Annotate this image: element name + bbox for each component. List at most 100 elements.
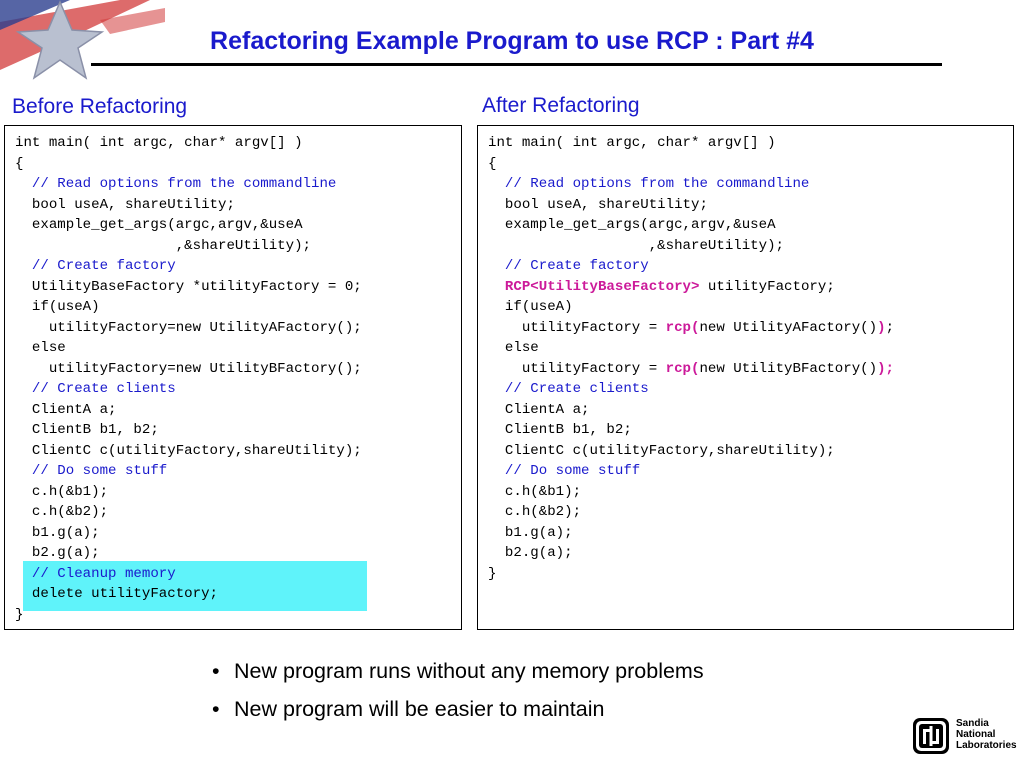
code-text: ClientA a;	[488, 401, 590, 418]
rcp-keyword: RCP<UtilityBaseFactory>	[504, 278, 700, 295]
code-text: utilityFactory=new UtilityBFactory();	[15, 360, 362, 377]
code-line: b2.g(a);	[488, 543, 894, 564]
bullet-dot-icon: •	[212, 697, 220, 721]
code-text: utilityFactory;	[699, 278, 835, 295]
code-line: // Do some stuff	[15, 461, 362, 482]
code-text: ,&shareUtility);	[15, 237, 312, 254]
code-line: // Read options from the commandline	[488, 174, 894, 195]
code-line: UtilityBaseFactory *utilityFactory = 0;	[15, 277, 362, 298]
slide-title: Refactoring Example Program to use RCP :…	[210, 27, 814, 55]
code-text: bool useA, shareUtility;	[15, 196, 235, 213]
code-line: c.h(&b1);	[488, 482, 894, 503]
code-text: c.h(&b1);	[15, 483, 109, 500]
code-line: int main( int argc, char* argv[] )	[15, 133, 362, 154]
code-text: example_get_args(argc,argv,&useA	[15, 217, 303, 233]
code-comment: // Do some stuff	[15, 463, 168, 479]
sandia-logo: Sandia National Laboratories	[912, 717, 1017, 759]
code-line: else	[488, 338, 894, 359]
code-comment: // Create clients	[15, 381, 176, 397]
code-text: example_get_args(argc,argv,&useA	[488, 217, 776, 233]
code-text: if(useA)	[488, 299, 573, 315]
bullet-dot-icon: •	[212, 659, 220, 683]
code-line: if(useA)	[488, 297, 894, 318]
code-comment: // Create factory	[15, 258, 176, 274]
after-code-panel: int main( int argc, char* argv[] ) { // R…	[477, 125, 1014, 630]
bullet-item: • New program will be easier to maintain	[212, 694, 852, 732]
code-text: ;	[885, 319, 895, 336]
code-line: utilityFactory=new UtilityAFactory();	[15, 318, 362, 339]
code-line: example_get_args(argc,argv,&useA	[15, 215, 362, 236]
code-comment: // Cleanup memory	[15, 565, 176, 582]
code-text: ClientB b1, b2;	[488, 422, 632, 438]
code-text: ClientC c(utilityFactory,shareUtility);	[488, 442, 835, 459]
after-code-listing: int main( int argc, char* argv[] ) { // R…	[488, 133, 894, 584]
code-line: RCP<UtilityBaseFactory> utilityFactory;	[488, 277, 894, 298]
code-comment: // Read options from the commandline	[488, 176, 810, 192]
before-heading: Before Refactoring	[12, 95, 188, 118]
code-text: ,&shareUtility);	[488, 237, 785, 254]
code-text: {	[488, 155, 497, 172]
code-text: ClientB b1, b2;	[15, 422, 159, 438]
code-line: delete utilityFactory;	[15, 584, 362, 605]
code-line: ClientC c(utilityFactory,shareUtility);	[488, 441, 894, 462]
before-code-listing: int main( int argc, char* argv[] ) { // R…	[15, 133, 362, 625]
rcp-keyword: );	[877, 360, 895, 377]
code-line: }	[488, 564, 894, 585]
code-text: c.h(&b2);	[488, 504, 582, 520]
code-text: utilityFactory=new UtilityAFactory();	[15, 319, 362, 336]
code-text: else	[488, 340, 539, 356]
before-code-panel: int main( int argc, char* argv[] ) { // R…	[4, 125, 462, 630]
summary-bullets: • New program runs without any memory pro…	[212, 656, 852, 732]
code-line: int main( int argc, char* argv[] )	[488, 133, 894, 154]
code-comment: // Create clients	[488, 381, 649, 397]
code-text: new UtilityAFactory()	[699, 319, 878, 336]
code-line: // Create clients	[488, 379, 894, 400]
code-line: if(useA)	[15, 297, 362, 318]
code-line: // Cleanup memory	[15, 564, 362, 585]
bullet-item: • New program runs without any memory pro…	[212, 656, 852, 694]
code-text: b1.g(a);	[488, 524, 573, 541]
code-text: ClientC c(utilityFactory,shareUtility);	[15, 442, 362, 459]
code-text: int main( int argc, char* argv[] )	[488, 135, 776, 151]
code-text: b2.g(a);	[15, 545, 100, 561]
code-line: b1.g(a);	[488, 523, 894, 544]
code-line: else	[15, 338, 362, 359]
bullet-text: New program runs without any memory prob…	[234, 659, 704, 683]
code-text: c.h(&b1);	[488, 483, 582, 500]
code-text: new UtilityBFactory()	[699, 360, 878, 377]
code-text: b2.g(a);	[488, 545, 573, 561]
rcp-keyword: )	[877, 319, 886, 336]
code-line: utilityFactory = rcp(new UtilityAFactory…	[488, 318, 894, 339]
code-text: {	[15, 155, 24, 172]
code-line: c.h(&b2);	[15, 502, 362, 523]
code-text: bool useA, shareUtility;	[488, 196, 708, 213]
code-text	[488, 279, 505, 295]
bullet-text: New program will be easier to maintain	[234, 697, 605, 721]
code-text: else	[15, 340, 66, 356]
code-line: ClientB b1, b2;	[15, 420, 362, 441]
code-line: {	[488, 154, 894, 175]
code-text: utilityFactory =	[488, 360, 666, 377]
code-line: example_get_args(argc,argv,&useA	[488, 215, 894, 236]
after-heading: After Refactoring	[482, 94, 640, 117]
code-line: ,&shareUtility);	[15, 236, 362, 257]
code-line: utilityFactory=new UtilityBFactory();	[15, 359, 362, 380]
code-text: delete utilityFactory;	[15, 586, 218, 602]
code-text: }	[15, 606, 24, 623]
code-line: ClientA a;	[15, 400, 362, 421]
code-line: // Do some stuff	[488, 461, 894, 482]
code-comment: // Do some stuff	[488, 463, 641, 479]
code-line: // Create factory	[488, 256, 894, 277]
code-line: // Create factory	[15, 256, 362, 277]
code-line: b1.g(a);	[15, 523, 362, 544]
code-text: utilityFactory =	[488, 319, 666, 336]
code-line: bool useA, shareUtility;	[488, 195, 894, 216]
code-line: b2.g(a);	[15, 543, 362, 564]
logo-line-sandia: Sandia	[956, 718, 989, 729]
code-text: }	[488, 565, 497, 582]
code-line: bool useA, shareUtility;	[15, 195, 362, 216]
code-line: // Read options from the commandline	[15, 174, 362, 195]
code-text: int main( int argc, char* argv[] )	[15, 135, 303, 151]
code-comment: // Create factory	[488, 258, 649, 274]
code-line: ClientB b1, b2;	[488, 420, 894, 441]
